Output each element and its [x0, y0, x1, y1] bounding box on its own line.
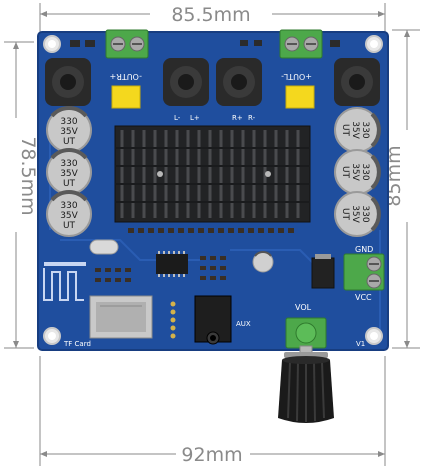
bluetooth-antenna: [43, 262, 86, 301]
inductor-4: [334, 58, 380, 106]
smd-cluster: [95, 256, 226, 282]
cap-series: UT: [340, 208, 350, 221]
cap-voltage: 35V: [350, 205, 360, 223]
electrolytic-capacitor-left-2: 330 35V UT: [46, 147, 92, 195]
label-vcc: VCC: [355, 293, 372, 302]
volume-potentiometer: [285, 317, 327, 357]
dimension-bottom-label: 92mm: [181, 444, 242, 466]
cap-value: 330: [360, 163, 370, 180]
cap-value: 330: [360, 121, 370, 138]
cap-voltage: 35V: [350, 121, 360, 139]
crystal-oscillator: [89, 239, 119, 255]
cap-voltage: 35V: [60, 127, 78, 137]
tf-card-slot: [89, 295, 153, 339]
label-r-minus: R-: [248, 114, 256, 122]
dimension-top-label: 85.5mm: [171, 4, 250, 26]
aux-jack: [194, 295, 232, 345]
label-gnd: GND: [355, 245, 373, 254]
label-tf-card: TF Card: [63, 340, 91, 348]
cap-voltage: 35V: [60, 169, 78, 179]
cap-series: UT: [63, 179, 76, 189]
voltage-regulator: [311, 254, 335, 289]
label-out-right: -OUTR+: [110, 72, 142, 81]
bluetooth-chip: [156, 251, 188, 277]
label-vol: VOL: [295, 303, 312, 312]
small-capacitor: [252, 251, 274, 273]
cap-series: UT: [63, 137, 76, 147]
film-capacitor: [285, 85, 315, 109]
film-capacitor: [111, 85, 141, 109]
heatsink: [114, 125, 311, 223]
dimension-top: 85.5mm: [39, 3, 386, 32]
dimension-bottom: 92mm: [39, 356, 386, 466]
cap-series: UT: [340, 124, 350, 137]
label-aux: AUX: [236, 320, 251, 328]
cap-value: 330: [60, 159, 77, 169]
dimension-left-label: 78.5mm: [17, 136, 39, 215]
cap-series: UT: [63, 221, 76, 231]
pin-header: [170, 301, 176, 339]
mounting-hole-icon: [43, 35, 61, 53]
cap-value: 330: [60, 117, 77, 127]
label-l-plus: L+: [190, 114, 200, 122]
cap-series: UT: [340, 166, 350, 179]
terminal-block-left-output: [279, 29, 323, 59]
cap-voltage: 35V: [60, 211, 78, 221]
mounting-hole-icon: [365, 35, 383, 53]
electrolytic-capacitor-right-1: 330 35V UT: [334, 107, 381, 153]
inductor-2: [163, 58, 209, 106]
inductor-3: [216, 58, 262, 106]
terminal-block-power: [343, 253, 385, 291]
electrolytic-capacitor-left-1: 330 35V UT: [46, 105, 92, 153]
terminal-block-right-output: [105, 29, 149, 59]
label-out-left: +OUTL-: [281, 72, 312, 81]
volume-knob-icon[interactable]: [278, 352, 334, 423]
label-r-plus: R+: [232, 114, 243, 122]
electrolytic-capacitor-right-3: 330 35V UT: [334, 191, 381, 237]
inductor-1: [45, 58, 91, 106]
pcb-board: -OUTR+ +OUTL- L- L+ R+ R-: [37, 29, 389, 351]
electrolytic-capacitor-right-2: 330 35V UT: [334, 149, 381, 195]
mounting-hole-icon: [43, 327, 61, 345]
mounting-hole-icon: [365, 327, 383, 345]
dimension-left: 78.5mm: [4, 41, 39, 349]
cap-value: 330: [360, 205, 370, 222]
smd-component-row: [128, 228, 294, 233]
cap-value: 330: [60, 201, 77, 211]
label-v1: V1: [356, 340, 365, 348]
electrolytic-capacitor-left-3: 330 35V UT: [46, 189, 92, 237]
label-l-minus: L-: [174, 114, 181, 122]
cap-voltage: 35V: [350, 163, 360, 181]
